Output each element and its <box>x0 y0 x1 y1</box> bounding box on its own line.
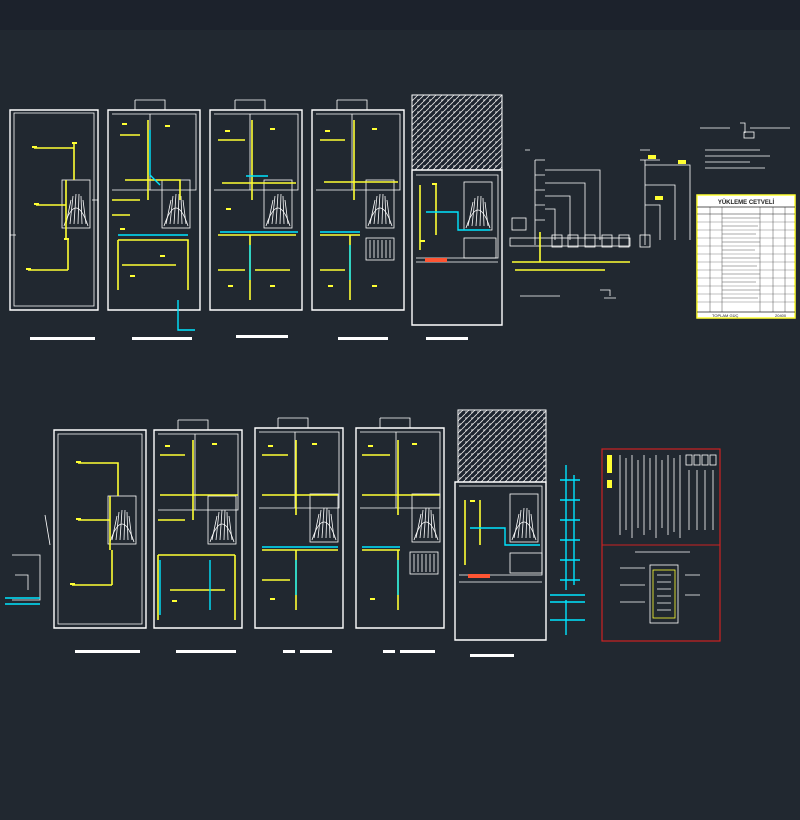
top-bar <box>0 0 800 30</box>
ground-floor-plan-2[interactable] <box>53 429 147 653</box>
ground-floor-plan[interactable] <box>9 109 99 340</box>
load-table-footer-label: TOPLAM GÜÇ <box>712 313 738 318</box>
third-floor-plan-2[interactable] <box>355 417 445 653</box>
vertical-riser <box>550 465 585 635</box>
first-floor-plan[interactable] <box>107 99 201 340</box>
roof-plan-2[interactable] <box>454 409 547 657</box>
roof-plan[interactable] <box>411 94 503 340</box>
third-floor-plan[interactable] <box>311 99 405 340</box>
load-table-title: YÜKLEME CETVELİ <box>718 199 775 206</box>
distribution-panel-detail[interactable] <box>601 448 721 642</box>
notes-legend <box>700 122 790 169</box>
first-floor-plan-2[interactable] <box>153 419 243 653</box>
second-floor-plan-2[interactable] <box>254 417 344 653</box>
second-floor-plan[interactable] <box>209 99 303 338</box>
riser-diagram[interactable] <box>509 149 691 299</box>
load-table-footer-value: 20400 <box>775 313 787 318</box>
site-detail <box>5 514 51 605</box>
load-table[interactable]: YÜKLEME CETVELİ TOPLAM GÜÇ 20400 <box>696 194 796 319</box>
